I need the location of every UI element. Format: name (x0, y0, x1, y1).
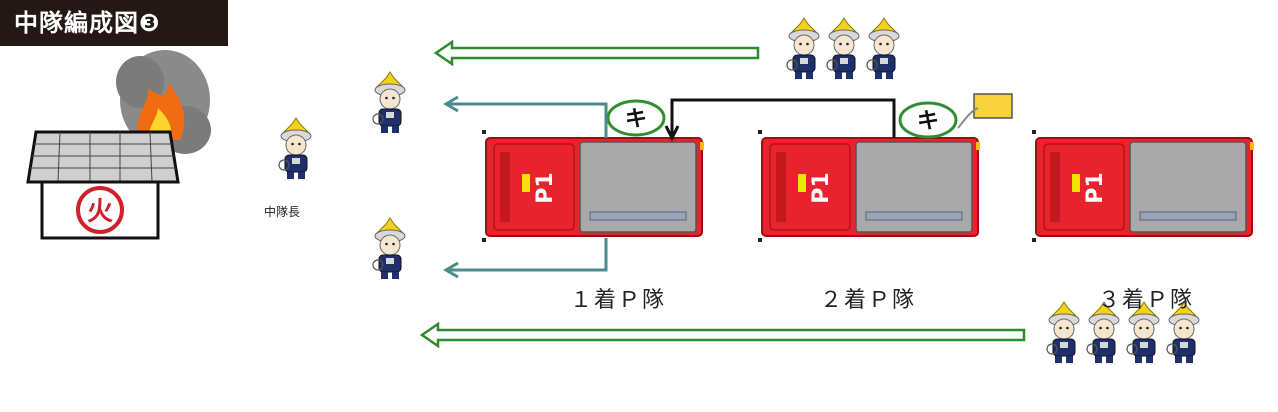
unit-label-1: １着Ｐ隊 (570, 288, 667, 313)
green-arrow-top (433, 39, 760, 67)
unit-label-3: ３着Ｐ隊 (1098, 288, 1195, 313)
unit-label-2: ２着Ｐ隊 (820, 288, 917, 313)
fire-sign: 火 (87, 197, 113, 227)
pump-truck-2 (757, 129, 981, 243)
key-marker-1 (606, 99, 666, 137)
hydrant-icon (973, 93, 1013, 119)
key-marker-2 (898, 101, 958, 139)
firefighter-figure (1046, 301, 1080, 364)
truck-plate-1: P1 (533, 172, 558, 203)
firefighter-figure (786, 17, 820, 80)
firefighter-figure (372, 71, 406, 134)
firefighter-figure (372, 217, 406, 280)
firefighter-figure (866, 17, 900, 80)
burning-house-icon (26, 130, 180, 240)
company-chief-figure (278, 117, 312, 180)
fire-symbol-circle (76, 186, 124, 234)
hose-line (670, 98, 896, 138)
truck-plate-2: P1 (809, 172, 834, 203)
chief-label: 中隊長 (264, 205, 301, 219)
key-label-1: キ (625, 107, 647, 132)
pump-truck-1 (481, 129, 705, 243)
truck-plate-3: P1 (1083, 172, 1108, 203)
diagram-title: 中隊編成図❸ (0, 0, 228, 46)
teal-arrow-bottom (448, 238, 608, 272)
key-label-2: キ (917, 109, 939, 134)
suction-hose (957, 107, 979, 129)
teal-arrow-top (448, 102, 608, 138)
green-arrow-bottom (419, 321, 1026, 349)
firefighter-figure (826, 17, 860, 80)
pump-truck-3 (1031, 129, 1255, 243)
